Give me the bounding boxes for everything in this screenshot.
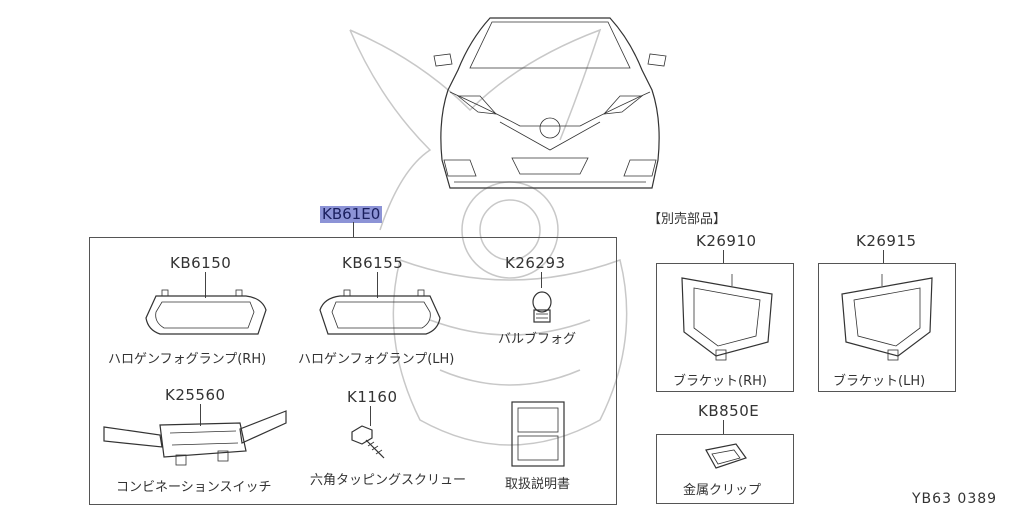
set-leader-line — [353, 222, 354, 237]
leader-kb6155 — [377, 272, 378, 298]
part-name-kb6155: ハロゲンフォグランプ(LH) — [298, 352, 455, 367]
fog-lamp-lh-drawing — [319, 289, 441, 335]
part-name-manual: 取扱説明書 — [505, 477, 571, 492]
part-name-k1160: 六角タッピングスクリュー — [310, 473, 467, 488]
tapping-screw-drawing — [351, 425, 385, 459]
metal-clip-drawing — [705, 443, 747, 469]
part-number-kb6155[interactable]: KB6155 — [342, 254, 404, 272]
part-number-k26910[interactable]: K26910 — [696, 232, 757, 250]
car-front-drawing — [433, 17, 667, 189]
part-number-k1160[interactable]: K1160 — [347, 388, 398, 406]
part-name-kb850e: 金属クリップ — [683, 483, 762, 498]
bracket-lh-drawing — [841, 274, 933, 361]
fog-lamp-rh-drawing — [145, 289, 267, 335]
leader-k1160 — [370, 406, 371, 426]
leader-k26915 — [883, 250, 884, 264]
leader-k26293 — [541, 272, 542, 288]
part-name-kb6150: ハロゲンフォグランプ(RH) — [108, 352, 267, 367]
k26915-box — [818, 263, 956, 392]
part-number-k25560[interactable]: K25560 — [165, 386, 226, 404]
part-name-k26293: バルブフォグ — [498, 332, 577, 347]
bracket-rh-drawing — [681, 274, 773, 361]
part-name-k26910: ブラケット(RH) — [673, 374, 767, 389]
diagram-code: YB63 0389 — [912, 491, 998, 507]
set-part-number[interactable]: KB61E0 — [320, 205, 383, 223]
leader-kb850e — [723, 420, 724, 434]
kit-contents-box — [89, 237, 617, 505]
separate-parts-heading: 【別売部品】 — [648, 212, 727, 227]
combination-switch-drawing — [103, 410, 287, 466]
part-name-k25560: コンビネーションスイッチ — [116, 480, 272, 495]
kb850e-box — [656, 434, 794, 504]
fog-bulb-drawing — [532, 291, 552, 323]
leader-k25560 — [200, 404, 201, 426]
manual-drawing — [511, 401, 565, 467]
part-number-k26915[interactable]: K26915 — [856, 232, 917, 250]
part-number-k26293[interactable]: K26293 — [505, 254, 566, 272]
leader-k26910 — [723, 250, 724, 264]
part-number-kb850e[interactable]: KB850E — [698, 402, 760, 420]
leader-kb6150 — [205, 272, 206, 298]
part-name-k26915: ブラケット(LH) — [833, 374, 926, 389]
part-number-kb6150[interactable]: KB6150 — [170, 254, 232, 272]
k26910-box — [656, 263, 794, 392]
